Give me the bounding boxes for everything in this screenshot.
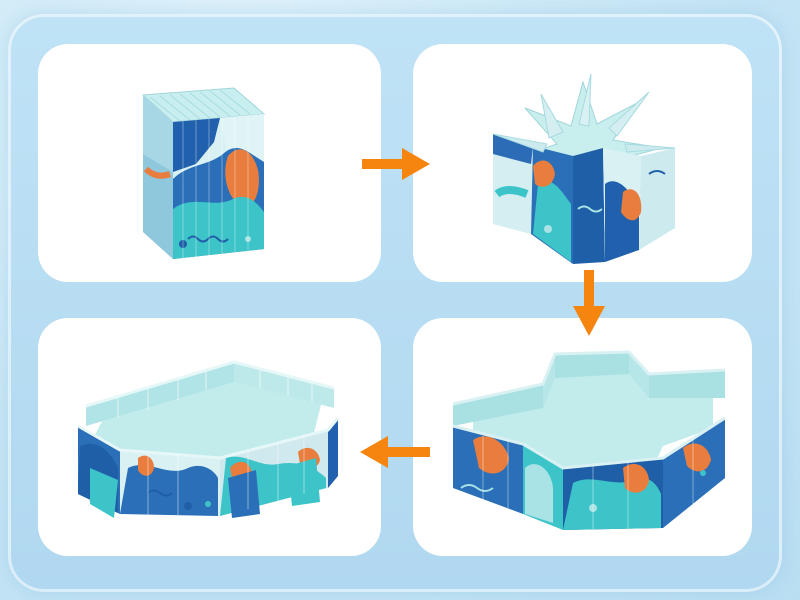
- rectangle-pool-icon: [77, 360, 340, 518]
- arrow-down-icon: [572, 268, 606, 338]
- folded-pool-icon: [141, 87, 266, 259]
- arrow-right-icon: [360, 146, 432, 182]
- step-1-folded-pool-panel: [38, 44, 381, 282]
- arrow-left-icon: [358, 434, 432, 470]
- step-2-star-pool-panel: [413, 44, 752, 282]
- cross-pool-icon: [452, 350, 726, 530]
- step-4-rectangle-pool-panel: [38, 318, 381, 556]
- step-3-cross-pool-panel: [413, 318, 752, 556]
- star-pool-icon: [492, 73, 676, 264]
